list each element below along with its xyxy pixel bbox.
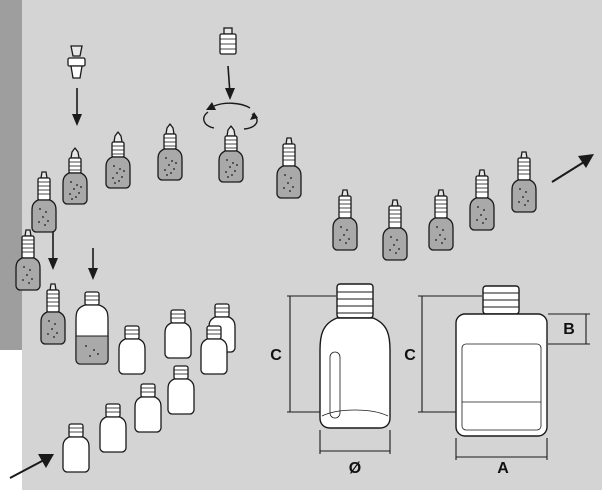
round-bottle-outline [319,283,391,429]
arrow-icon [551,154,594,183]
neck-height-label: B [563,321,575,338]
side-bar [0,0,22,350]
arrow-icon [48,232,58,270]
arrow-icon [88,248,98,280]
rotate-icon [203,102,258,130]
white-corner [0,350,22,490]
height-label: C [404,347,416,364]
screw-cap-icon [219,27,237,55]
arrow-icon [225,65,235,100]
width-dimension [455,438,548,460]
width-label: A [497,460,509,477]
arrow-icon [9,454,54,479]
diameter-dimension [319,430,391,454]
square-bottle-outline [455,285,548,437]
filling-bottle [75,291,109,365]
height-dimension-left [287,295,336,413]
arrow-icon [72,88,82,126]
height-label: C [270,347,282,364]
diameter-label: Ø [349,460,361,477]
height-dimension-right [418,295,482,413]
neck-dimension [548,313,590,345]
dropper-cap-icon [67,45,86,79]
